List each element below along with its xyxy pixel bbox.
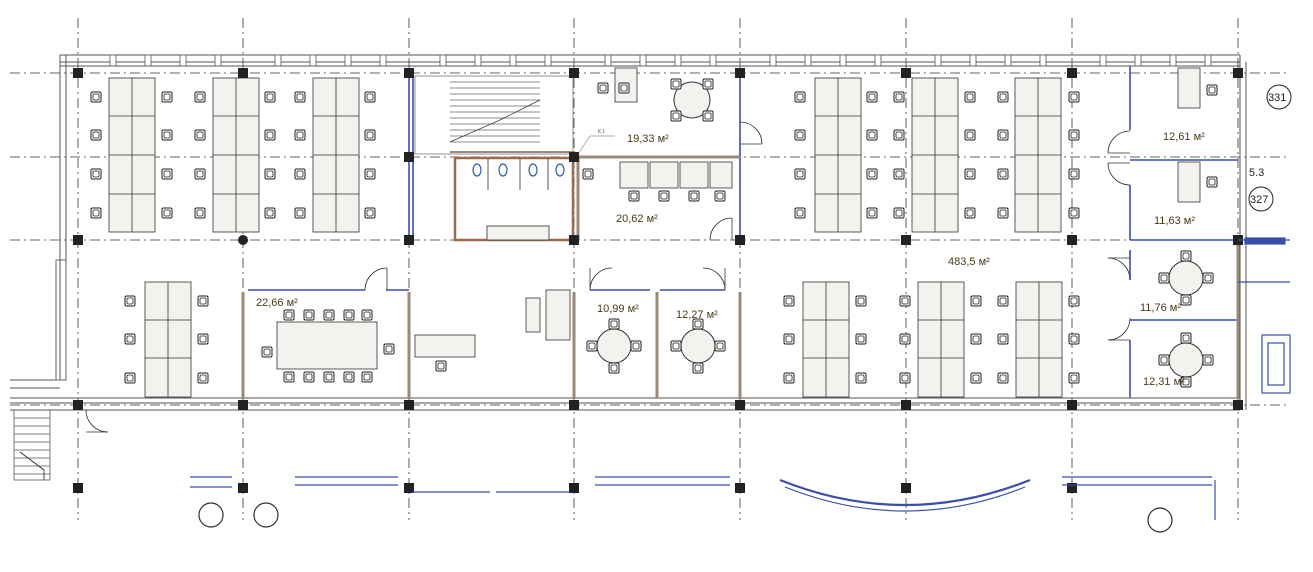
area-label-20-62: 20,62 м² <box>616 213 658 225</box>
axis-tag-5-3: 5.3 <box>1249 167 1264 179</box>
structural-columns <box>73 68 1243 493</box>
interior-walls <box>241 155 1240 398</box>
area-label-19-33: 19,33 м² <box>627 133 669 145</box>
doors <box>85 121 1131 433</box>
lower-level <box>190 237 1291 533</box>
round-tables <box>596 81 1204 378</box>
desk-clusters <box>108 67 1201 398</box>
area-label-10-99: 10,99 м² <box>597 303 639 315</box>
area-label-11-63: 11,63 м² <box>1154 215 1195 227</box>
window-mullions <box>109 54 1212 67</box>
area-label-11-76: 11,76 м² <box>1140 302 1181 314</box>
room-tag-327: 327 <box>1250 194 1268 206</box>
area-label-total: 483,5 м² <box>948 256 990 268</box>
glass-partitions <box>248 66 1238 398</box>
entrance-stair <box>13 409 51 481</box>
area-label-12-31: 12,31 м² <box>1143 376 1185 388</box>
section-tag-k1: К.1 <box>598 129 605 135</box>
stairwell <box>414 75 575 155</box>
room-tag-331: 331 <box>1268 92 1286 104</box>
room-tags: 331 327 5.3 <box>1248 84 1292 212</box>
area-label-12-27: 12,27 м² <box>676 309 718 321</box>
area-labels: 483,5 м² 19,33 м² 20,62 м² 22,66 м² 10,9… <box>256 129 1205 388</box>
area-label-22-66: 22,66 м² <box>256 297 298 309</box>
area-label-12-61: 12,61 м² <box>1163 131 1205 143</box>
wc-block <box>453 156 575 242</box>
